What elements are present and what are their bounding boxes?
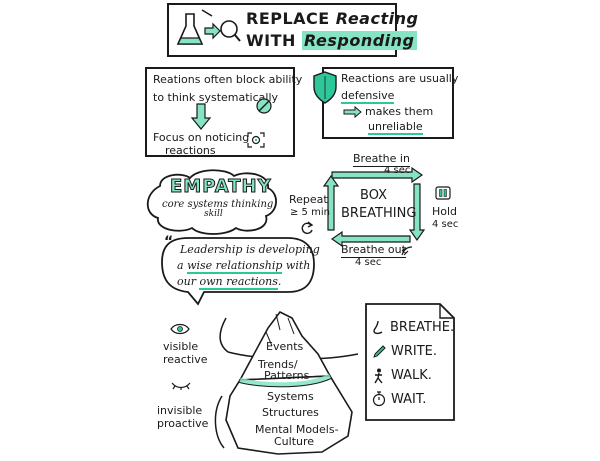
action-breathe: BREATHE. — [390, 320, 455, 335]
defensive-line-1: Reactions are usually — [341, 72, 459, 85]
pause-icon — [435, 186, 451, 200]
title-reacting: Reacting — [335, 9, 419, 28]
breathe-out-time: 4 sec — [355, 257, 382, 268]
iceberg-proactive: proactive — [157, 417, 209, 430]
empathy-cloud — [146, 169, 277, 235]
arrow-down-icon — [190, 103, 212, 130]
empathy-heading: EMPATHY — [170, 176, 272, 198]
iceberg-trends: Trends/ — [258, 358, 298, 371]
repeat-icon — [301, 221, 314, 235]
eye-closed-icon — [171, 382, 191, 390]
shield-icon — [313, 71, 337, 104]
iceberg-structures: Structures — [262, 406, 319, 419]
unreliable-underlined: unreliable — [368, 120, 423, 135]
iceberg-systems: Systems — [267, 390, 314, 403]
repeat-duration: ≥ 5 min — [290, 207, 330, 218]
quote-line-3: our own reactions. — [177, 275, 282, 290]
quote-mark-icon: “ — [164, 234, 174, 250]
quote-bubble — [161, 237, 315, 306]
block-focus-1: Focus on noticing — [153, 131, 250, 144]
defensive-word: defensive — [341, 89, 395, 104]
title-with: WITH — [246, 31, 302, 50]
quote-line-2: a wise relationship with — [177, 259, 311, 274]
exhale-icon — [401, 246, 413, 256]
focus-target-icon — [247, 132, 265, 148]
stopwatch-icon — [372, 391, 386, 407]
iceberg-reactive: reactive — [163, 353, 208, 366]
defensive-makes: makes them — [365, 105, 434, 118]
quote-own-reactions: own reactions — [199, 275, 278, 290]
hold-time: 4 sec — [432, 219, 459, 230]
quote-a: a — [177, 259, 188, 272]
title-replace: REPLACE — [246, 9, 336, 28]
repeat-label: Repeat — [289, 193, 328, 206]
empathy-sub-1: core systems thinking — [162, 199, 274, 210]
title-line-1: REPLACE Reacting — [246, 10, 418, 28]
quote-period: . — [277, 275, 282, 288]
quote-with: with — [282, 259, 311, 272]
pen-icon — [373, 345, 386, 358]
empathy-sub-2: skill — [204, 209, 223, 219]
action-walk: WALK. — [391, 368, 432, 383]
breathe-in-label: Breathe in — [353, 152, 410, 167]
lab-flask-icon — [176, 9, 241, 45]
iceberg-visible: visible — [163, 340, 199, 353]
nose-icon — [373, 320, 383, 335]
quote-wise-relationship: wise relationship — [187, 259, 283, 274]
title-line-2: WITH Responding — [246, 31, 417, 50]
breathe-in-time: 4 sec — [384, 165, 411, 176]
note-paper — [365, 303, 455, 421]
block-focus-2: reactions — [165, 144, 216, 157]
iceberg-diagram — [214, 310, 359, 455]
iceberg-culture: Culture — [274, 435, 315, 448]
action-wait: WAIT. — [391, 392, 427, 407]
reactions-defensive-box — [322, 67, 454, 139]
block-line-1: Reations often block ability — [153, 73, 303, 86]
breathe-out-label: Breathe out — [341, 243, 406, 258]
block-line-2: to think systematically — [153, 91, 279, 104]
arrow-right-icon — [343, 105, 362, 119]
action-write: WRITE. — [391, 344, 438, 359]
walking-person-icon — [374, 368, 383, 384]
eye-open-icon — [170, 323, 190, 335]
box-breathing-title-2: BREATHING — [341, 206, 417, 221]
quote-our: our — [177, 275, 200, 288]
title-responding: Responding — [301, 31, 417, 50]
iceberg-mental-models: Mental Models- — [255, 423, 339, 436]
box-breathing-arrows — [322, 166, 426, 248]
defensive-underlined: defensive — [341, 89, 395, 104]
hold-label: Hold — [432, 205, 458, 218]
reactions-block-box — [145, 67, 295, 157]
quote-line-1: Leadership is developing — [180, 243, 320, 256]
iceberg-events: Events — [266, 340, 304, 353]
box-breathing-title-1: BOX — [360, 188, 387, 203]
no-entry-icon — [256, 98, 272, 114]
iceberg-invisible: invisible — [157, 404, 203, 417]
iceberg-patterns: Patterns — [264, 369, 310, 382]
defensive-unreliable: unreliable — [368, 120, 423, 135]
